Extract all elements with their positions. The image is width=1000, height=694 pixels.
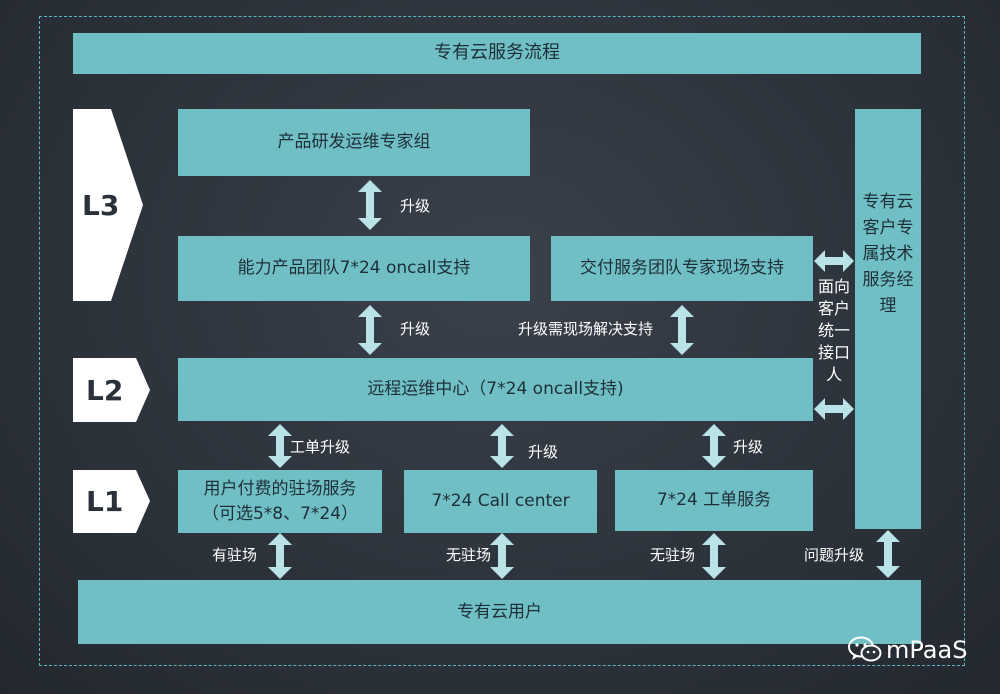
onsite-service-box: 用户付费的驻场服务 （可选5*8、7*24） xyxy=(178,470,382,533)
label-upgrade-2: 升级 xyxy=(400,320,431,338)
ticket-service-box: 7*24 工单服务 xyxy=(615,470,813,531)
label-upgrade-4: 升级 xyxy=(733,438,764,456)
title-text: 专有云服务流程 xyxy=(434,42,560,64)
delivery-team-box: 交付服务团队专家现场支持 xyxy=(551,236,813,301)
label-upgrade-1: 升级 xyxy=(400,197,431,215)
remote-center-box: 远程运维中心（7*24 oncall支持) xyxy=(178,358,813,421)
arrow-remote-manager xyxy=(814,398,854,420)
call-center-box: 7*24 Call center xyxy=(404,470,597,533)
label-no-onsite-2: 无驻场 xyxy=(650,546,696,564)
arrow-manager-users xyxy=(876,530,900,578)
logo-text: mPaaS xyxy=(886,636,968,664)
capability-team-box: 能力产品团队7*24 oncall支持 xyxy=(178,236,530,301)
arrow-ticket-users xyxy=(702,533,726,579)
title-bar: 专有云服务流程 xyxy=(73,33,921,74)
arrow-remote-callcenter xyxy=(490,424,514,468)
level-l2: L2 xyxy=(73,358,150,422)
arrow-remote-ticket xyxy=(702,424,726,468)
users-box: 专有云用户 xyxy=(78,580,921,644)
expert-group-box: 产品研发运维专家组 xyxy=(178,109,530,176)
label-issue-upgrade: 问题升级 xyxy=(804,546,865,564)
arrow-callcenter-users xyxy=(490,533,514,579)
arrow-delivery-manager xyxy=(814,250,854,272)
level-l1: L1 xyxy=(73,470,150,533)
arrow-delivery-remote xyxy=(670,305,694,355)
label-ticket-upgrade: 工单升级 xyxy=(290,438,351,456)
watermark-logo: mPaaS xyxy=(848,636,967,664)
diagram-frame xyxy=(39,16,965,666)
arrow-onsite-users xyxy=(268,533,292,579)
level-l3: L3 xyxy=(73,109,143,301)
wechat-icon xyxy=(848,636,882,662)
label-upgrade-3: 升级 xyxy=(528,443,559,461)
manager-box: 专有云 客户专 属技术 服务经 理 xyxy=(855,109,921,529)
arrow-remote-onsite xyxy=(268,424,292,468)
label-has-onsite: 有驻场 xyxy=(212,546,258,564)
label-onsite-upgrade: 升级需现场解决支持 xyxy=(518,320,654,338)
arrow-capability-remote xyxy=(358,305,382,355)
arrow-expert-capability xyxy=(358,180,382,230)
label-no-onsite-1: 无驻场 xyxy=(446,546,492,564)
label-interface: 面向 客户 统一 接口 人 xyxy=(817,277,850,384)
